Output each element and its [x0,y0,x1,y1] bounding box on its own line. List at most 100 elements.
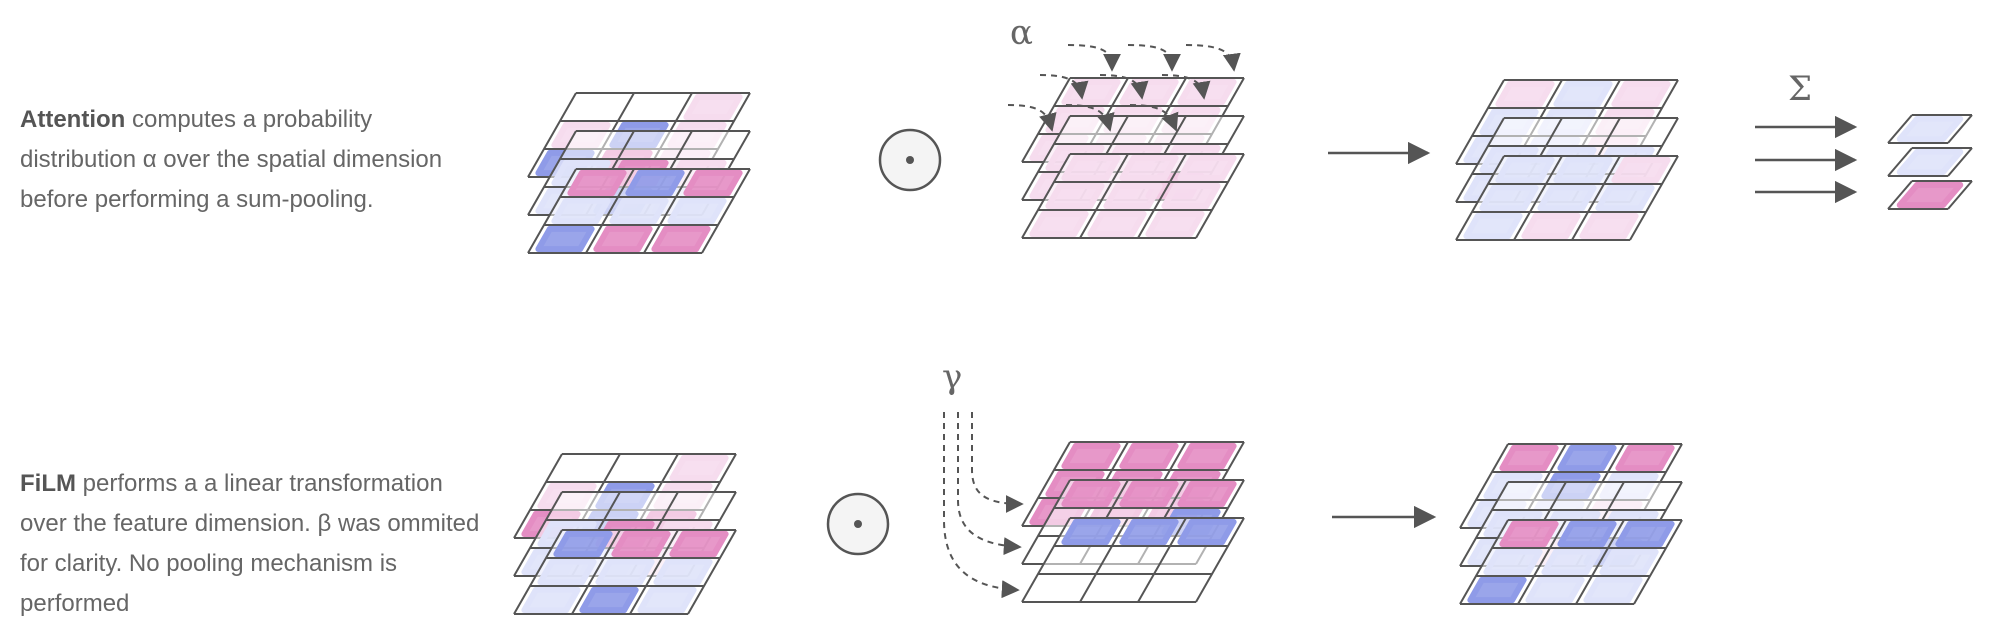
grid-layer [1021,153,1245,239]
feature-cell [1177,480,1237,508]
attention-input-stack [527,92,751,254]
feature-cell [1896,148,1964,176]
feature-cell [1061,442,1121,470]
feature-cell [1045,182,1105,210]
feature-cell [1525,576,1585,604]
film-result-stack [1459,443,1683,605]
feature-cell [1467,576,1527,604]
alpha-arrow [1065,104,1115,132]
alpha-arrow [1127,44,1181,72]
feature-cell [1061,480,1121,508]
feature-cell [1061,154,1121,182]
feature-cell [609,197,669,225]
grid-layer [1455,155,1679,241]
feature-cell [579,586,639,614]
attention-result-stack [1455,79,1679,241]
feature-cell [1177,518,1237,546]
feature-cell [683,169,743,197]
feature-cell [1177,154,1237,182]
pooled-vector [1887,147,1973,177]
feature-cell [1029,210,1089,238]
feature-cell [1145,210,1205,238]
feature-cell [1061,78,1121,106]
attention-pooled-vectors [1887,114,1973,210]
feature-cell [1161,182,1221,210]
feature-cell [1611,156,1671,184]
attention-caption-bold: Attention [20,106,126,133]
alpha-arrow [1039,74,1089,100]
film-row: γ [513,357,1683,615]
feature-cell [593,225,653,253]
film-caption: FiLM performs a a linear transformation … [20,464,490,624]
feature-cell [1119,518,1179,546]
feature-cell [1595,184,1655,212]
alpha-arrow [1067,44,1121,72]
sigma-symbol: Σ [1788,69,1812,109]
feature-cell [551,197,611,225]
feature-cell [1521,212,1581,240]
feature-cell [567,169,627,197]
attention-caption-text: computes a probability distribution α ov… [20,106,443,213]
attention-weighted-stack [1021,77,1245,239]
film-caption-text: performs a a linear transformation over … [20,470,480,617]
feature-cell [1087,210,1147,238]
attention-weight-arrows [1007,44,1241,132]
feature-cell [1119,78,1179,106]
attention-operator [878,128,942,192]
feature-cell [637,586,697,614]
grid-layer [513,529,737,615]
feature-cell [1553,156,1613,184]
feature-cell [667,197,727,225]
feature-cell [1615,520,1675,548]
feature-cell [1061,518,1121,546]
feature-cell [1495,80,1555,108]
film-input-stack [513,453,737,615]
film-modulated-stack [1021,441,1245,603]
feature-cell [1499,520,1559,548]
gamma-arrow [971,412,1024,513]
grid-layer [1021,517,1245,603]
film-caption-bold: FiLM [20,470,76,497]
feature-cell [1896,181,1964,209]
feature-cell [1599,548,1659,576]
feature-cell [1611,80,1671,108]
feature-cell [1483,548,1543,576]
feature-cell [1119,480,1179,508]
feature-cell [1557,520,1617,548]
alpha-symbol: α [1010,13,1033,53]
gamma-arrow [957,412,1022,556]
feature-cell [611,530,671,558]
feature-cell [625,169,685,197]
feature-cell [651,225,711,253]
grid-layer [527,168,751,254]
feature-cell [1579,212,1639,240]
feature-cell [1103,182,1163,210]
pooled-vector [1887,180,1973,210]
film-gamma-arrows [943,412,1024,599]
alpha-arrow [1185,44,1241,72]
film-operator [826,492,890,556]
feature-cell [1177,442,1237,470]
feature-cell [1553,80,1613,108]
feature-cell [1177,78,1237,106]
feature-cell [521,586,581,614]
alpha-arrow [1099,74,1149,100]
feature-cell [1557,444,1617,472]
feature-cell [1463,212,1523,240]
feature-cell [1119,154,1179,182]
feature-cell [1119,442,1179,470]
feature-cell [1479,184,1539,212]
gamma-symbol: γ [942,357,962,397]
feature-cell [669,530,729,558]
feature-cell [1541,548,1601,576]
feature-cell [1583,576,1643,604]
alpha-arrow [1161,74,1211,100]
feature-cell [537,558,597,586]
feature-cell [1495,156,1555,184]
gamma-arrow [943,412,1020,599]
grid-layer [1459,519,1683,605]
feature-cell [683,93,743,121]
feature-cell [653,558,713,586]
attention-caption: Attention computes a probability distrib… [20,100,490,220]
